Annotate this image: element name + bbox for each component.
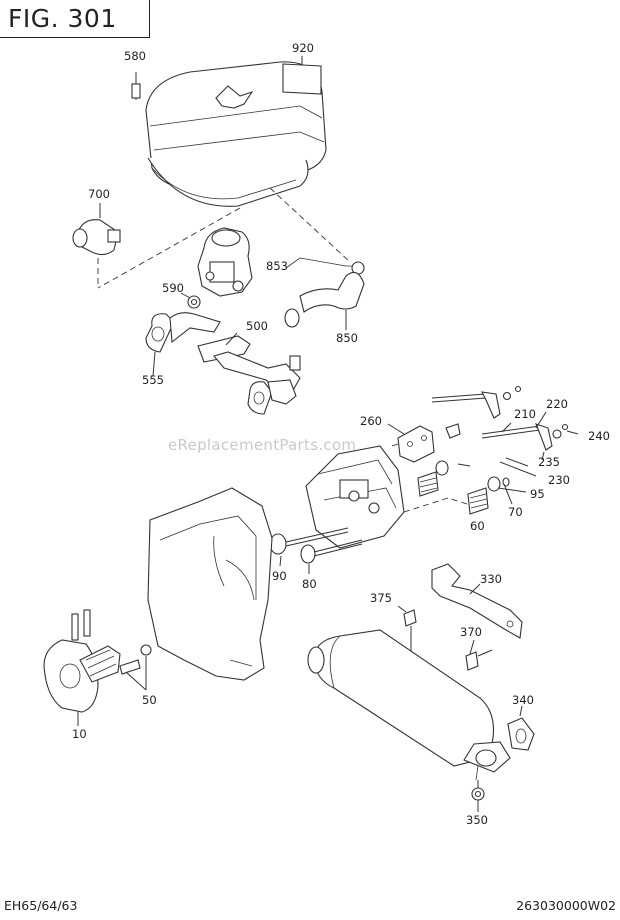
intake-manifold-500 xyxy=(145,312,301,415)
figure-title-box: FIG. 301 xyxy=(0,0,150,38)
part-number-90: 90 xyxy=(272,569,287,583)
figure-title: FIG. 301 xyxy=(8,4,117,33)
part-number-580: 580 xyxy=(124,49,146,63)
flywheel-assembly xyxy=(43,609,152,726)
part-number-330: 330 xyxy=(480,572,502,586)
part-number-230: 230 xyxy=(548,473,570,487)
part-number-555: 555 xyxy=(142,373,164,387)
nut-590 xyxy=(180,292,201,309)
rocker-cover-260 xyxy=(387,423,461,463)
part-number-240: 240 xyxy=(588,429,610,443)
part-number-210: 210 xyxy=(514,407,536,421)
valve-train xyxy=(417,430,579,515)
diagram-code: 263030000W02 xyxy=(516,898,616,913)
muffler-bracket-330 xyxy=(431,563,523,639)
part-number-60: 60 xyxy=(470,519,485,533)
air-cleaner-cover xyxy=(97,61,351,289)
part-number-95: 95 xyxy=(530,487,545,501)
part-number-920: 920 xyxy=(292,41,314,55)
part-number-260: 260 xyxy=(360,414,382,428)
model-number: EH65/64/63 xyxy=(4,898,78,913)
cylinder-head xyxy=(305,431,481,549)
part-number-700: 700 xyxy=(88,187,110,201)
nut-350 xyxy=(471,780,485,812)
valves xyxy=(269,527,363,574)
part-number-70: 70 xyxy=(508,505,523,519)
part-number-375: 375 xyxy=(370,591,392,605)
part-number-853: 853 xyxy=(266,259,288,273)
part-number-80: 80 xyxy=(302,577,317,591)
crankcase xyxy=(147,487,273,681)
intake-elbow-700 xyxy=(72,203,121,256)
part-number-235: 235 xyxy=(538,455,560,469)
part-number-10: 10 xyxy=(72,727,87,741)
part-number-50: 50 xyxy=(142,693,157,707)
label-plate-920 xyxy=(282,63,322,95)
part-number-590: 590 xyxy=(162,281,184,295)
carburetor xyxy=(197,227,253,297)
muffler-gasket-340 xyxy=(507,705,535,751)
muffler xyxy=(307,629,511,781)
part-number-340: 340 xyxy=(512,693,534,707)
breather-hose xyxy=(284,257,365,330)
part-number-350: 350 xyxy=(466,813,488,827)
watermark: eReplacementParts.com xyxy=(168,436,357,454)
part-number-220: 220 xyxy=(546,397,568,411)
part-number-500: 500 xyxy=(246,319,268,333)
push-rods xyxy=(431,385,569,451)
bolts xyxy=(397,605,493,671)
part-number-370: 370 xyxy=(460,625,482,639)
part-number-850: 850 xyxy=(336,331,358,345)
